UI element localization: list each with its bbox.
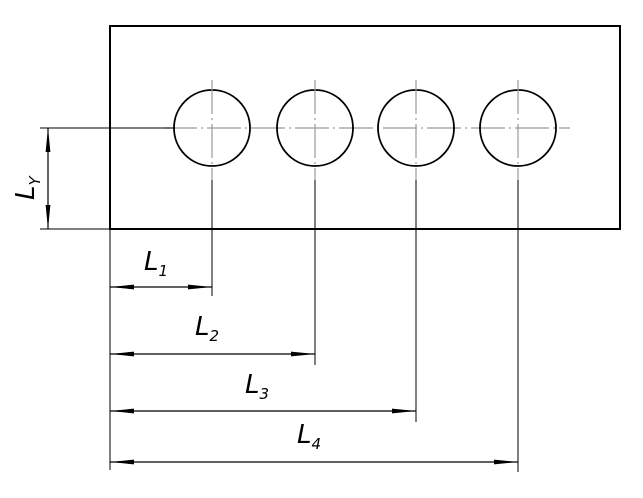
dimension-lines <box>45 128 518 465</box>
hole-3 <box>377 80 455 180</box>
l2-label: L2 <box>195 312 219 345</box>
hole-4 <box>479 80 557 180</box>
hole-1 <box>173 80 251 180</box>
ly-label: LY <box>11 175 44 201</box>
l3-label: L3 <box>245 370 269 403</box>
l1-label: L1 <box>144 247 168 280</box>
hole-2 <box>276 80 354 180</box>
l4-label: L4 <box>297 420 321 453</box>
extension-lines <box>40 127 519 472</box>
